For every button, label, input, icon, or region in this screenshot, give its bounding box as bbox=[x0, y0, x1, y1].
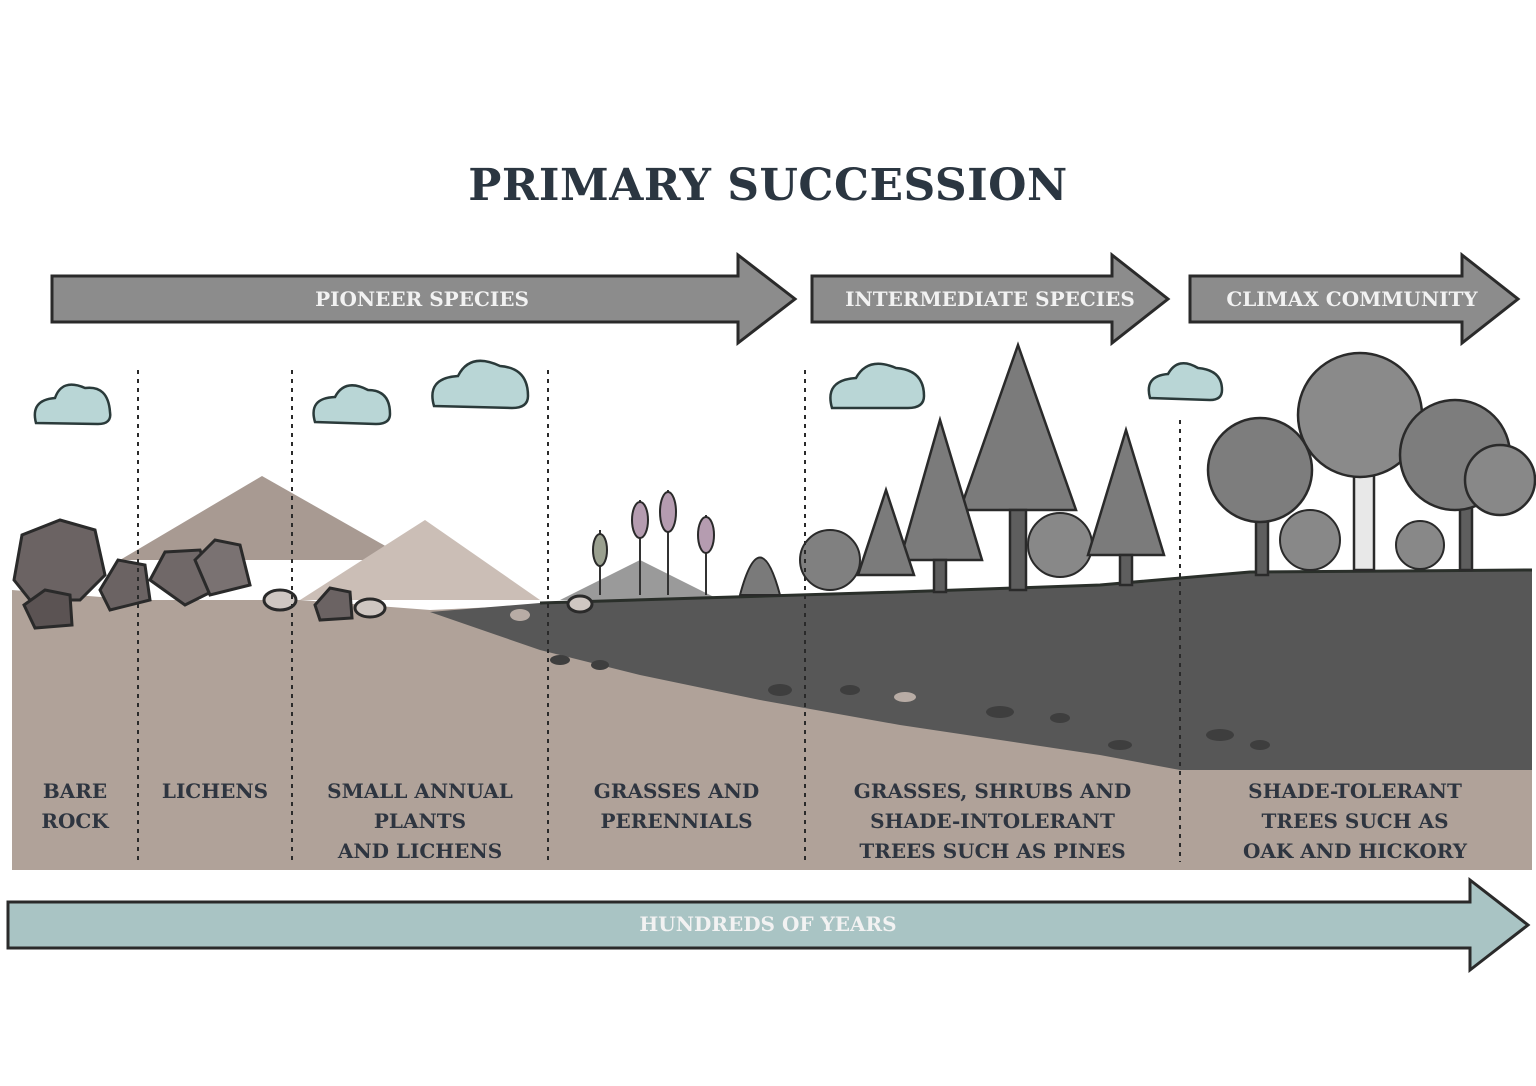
time-arrow-label: HUNDREDS OF YEARS bbox=[639, 912, 897, 936]
stage-label-lichens: LICHENS bbox=[140, 776, 290, 806]
rocks bbox=[12, 518, 594, 630]
phase-label-pioneer: PIONEER SPECIES bbox=[315, 287, 529, 311]
oak-trees bbox=[1206, 351, 1536, 577]
stage-label-line: PERENNIALS bbox=[600, 809, 753, 833]
phase-arrows bbox=[50, 251, 1521, 347]
stage-label-line: TREES SUCH AS PINES bbox=[859, 839, 1126, 863]
stage-label-line: ROCK bbox=[41, 809, 109, 833]
time-arrow bbox=[6, 876, 1531, 974]
stage-label-line: SHADE-TOLERANT bbox=[1248, 779, 1462, 803]
stage-label-line: GRASSES AND bbox=[593, 779, 760, 803]
pioneer-species-arrow bbox=[50, 251, 798, 347]
stage-label-line: GRASSES, SHRUBS AND bbox=[853, 779, 1132, 803]
plants bbox=[592, 490, 1445, 596]
stage-label-bare-rock: BARE ROCK bbox=[14, 776, 136, 836]
climax-community-arrow bbox=[1188, 251, 1521, 347]
stage-label-line: LICHENS bbox=[161, 779, 269, 803]
clouds bbox=[33, 359, 1224, 426]
soil-dark bbox=[430, 570, 1532, 770]
stage-label-line: SHADE-INTOLERANT bbox=[870, 809, 1115, 833]
intermediate-species-arrow bbox=[810, 251, 1171, 347]
stage-label-shrubs-pines: GRASSES, SHRUBS AND SHADE-INTOLERANT TRE… bbox=[807, 776, 1178, 866]
stage-label-small-annual-plants: SMALL ANNUAL PLANTS AND LICHENS bbox=[294, 776, 546, 866]
stage-label-grasses-perennials: GRASSES AND PERENNIALS bbox=[550, 776, 803, 836]
pebbles bbox=[550, 655, 1270, 750]
stage-label-line: BARE bbox=[42, 779, 108, 803]
phase-label-intermediate: INTERMEDIATE SPECIES bbox=[845, 287, 1135, 311]
phase-label-climax: CLIMAX COMMUNITY bbox=[1226, 287, 1478, 311]
stage-label-oak-hickory: SHADE-TOLERANT TREES SUCH AS OAK AND HIC… bbox=[1182, 776, 1528, 866]
ground-line bbox=[539, 568, 1533, 605]
pine-trees bbox=[856, 341, 1166, 594]
stage-label-line: TREES SUCH AS bbox=[1261, 809, 1449, 833]
stage-dividers bbox=[137, 370, 1181, 862]
stage-label-line: OAK AND HICKORY bbox=[1242, 839, 1468, 863]
stage-label-line: AND LICHENS bbox=[337, 839, 503, 863]
stage-label-line: PLANTS bbox=[373, 809, 467, 833]
stage-label-line: SMALL ANNUAL bbox=[327, 779, 513, 803]
diagram-title: PRIMARY SUCCESSION bbox=[468, 160, 1068, 211]
